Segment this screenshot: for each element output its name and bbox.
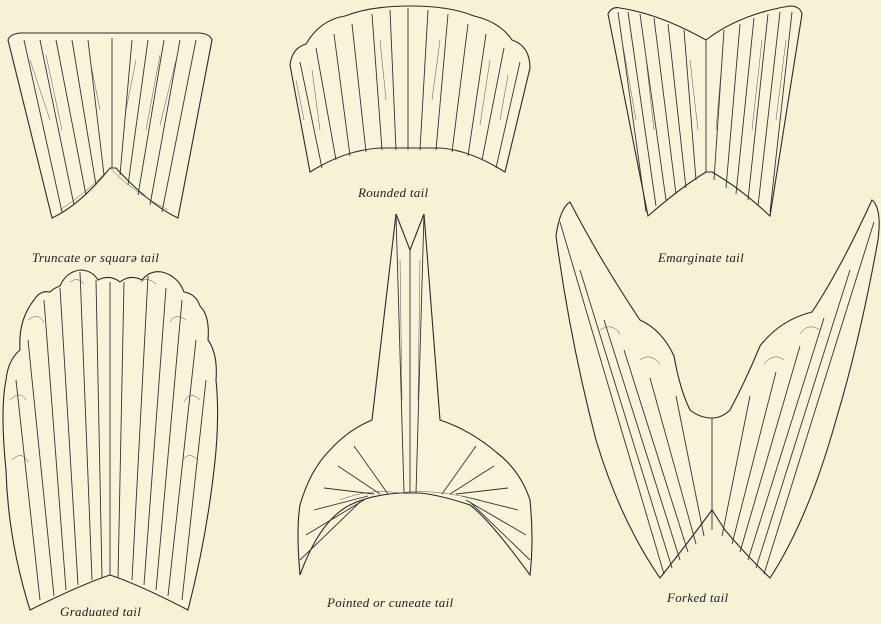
graduated-tail-caption: Graduated tail <box>60 604 141 620</box>
rounded-tail-caption: Rounded tail <box>358 185 428 201</box>
truncate-tail-caption: Truncate or squarə tail <box>32 250 159 266</box>
rounded-tail-drawing <box>290 6 530 172</box>
pointed-tail-drawing <box>298 214 532 575</box>
truncate-tail-drawing <box>8 33 212 218</box>
emarginate-tail-caption: Emarginate tail <box>658 250 744 266</box>
forked-tail-caption: Forked tail <box>667 590 728 606</box>
pointed-tail-caption: Pointed or cuneate tail <box>327 595 453 611</box>
emarginate-tail-drawing <box>608 6 802 216</box>
graduated-tail-drawing <box>3 270 218 610</box>
